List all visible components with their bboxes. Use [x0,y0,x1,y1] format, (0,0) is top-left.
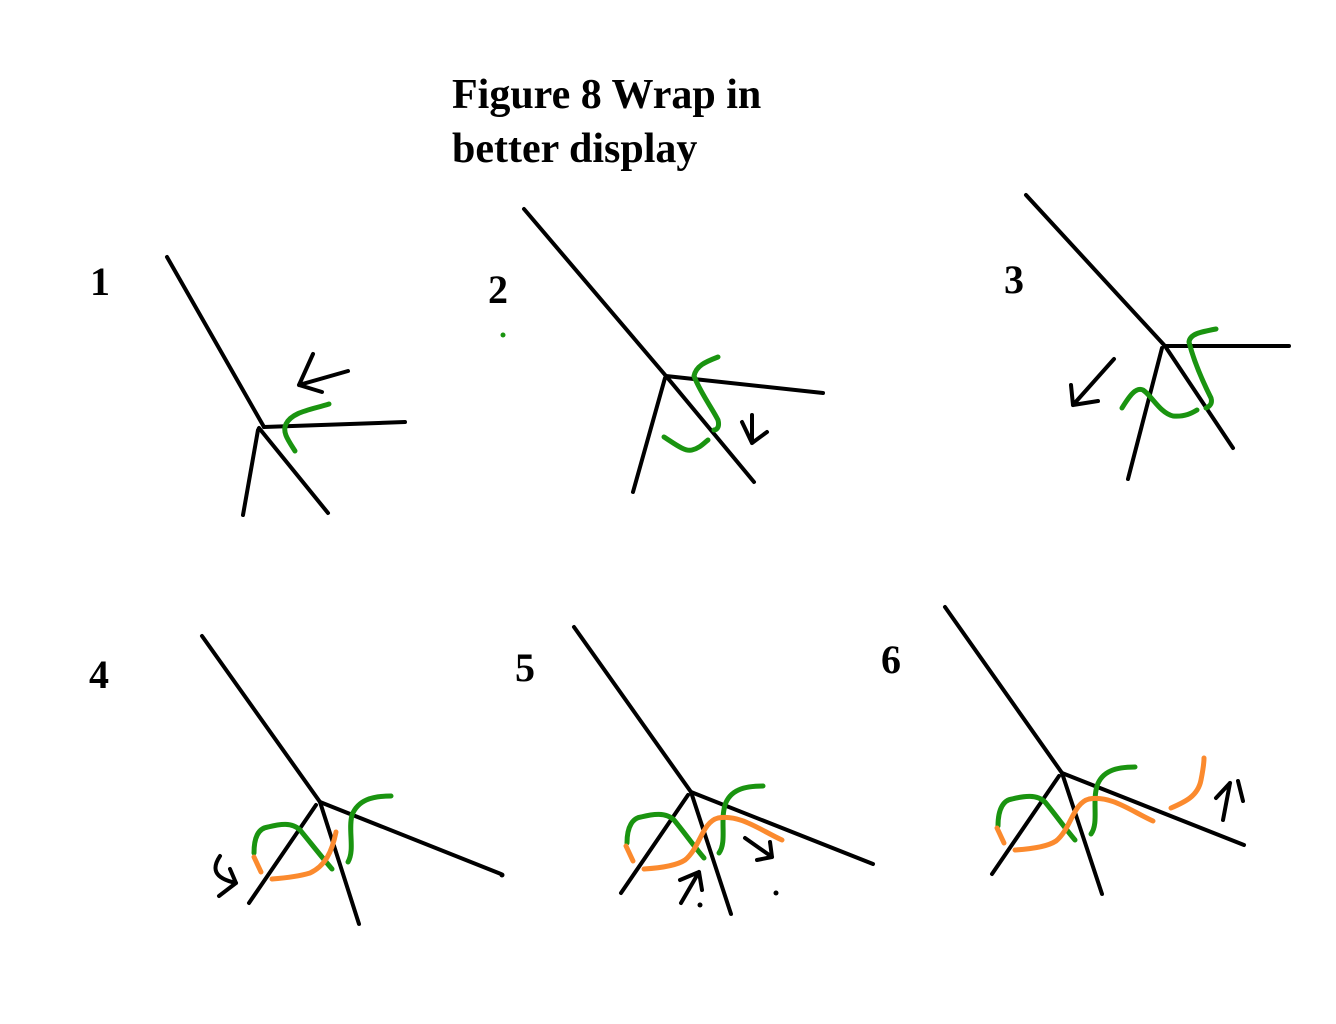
orange-wrap-tail [1168,755,1207,811]
stick-lower-right [257,426,330,515]
green-wrap-upper [1088,764,1138,837]
step-label-3: 3 [1004,257,1024,302]
stick-lower-left [990,774,1061,876]
stick-lower-left [241,428,260,517]
arrow-left-up-icon [297,352,350,394]
arrow-curved-right-icon [213,854,238,898]
arrow-down-right-icon [743,836,774,862]
green-wrap-upper [716,783,766,856]
stick-lower-right [1163,344,1235,450]
arrow-up-icon [678,870,704,905]
stick-lower-right [689,790,733,916]
stick-lower-right [1060,771,1104,896]
green-wrap-upper [691,354,721,433]
orange-wrap-main [1012,795,1156,853]
step-label-4: 4 [89,652,109,697]
step-label-5: 5 [515,645,535,690]
step-label-6: 6 [881,637,901,682]
step-4-diagram [200,634,503,926]
title-line-1: Figure 8 Wrap in [452,72,762,118]
arrow-down-left-icon [1069,357,1116,407]
stick-lower-left [247,803,318,905]
green-wrap-lower [251,821,335,872]
step-3-diagram [1024,193,1291,481]
step-label-2: 2 [488,267,508,312]
arrow-up-icon [1214,779,1245,822]
step-1-diagram [165,255,407,517]
stick-right [689,790,875,866]
orange-wrap-left [623,843,636,864]
title-line-2: better display [452,126,698,172]
dot-2 [773,890,779,896]
orange-wrap-main [641,814,785,872]
green-wrap-upper [1186,326,1219,411]
green-dot [500,332,506,338]
orange-wrap-left [994,825,1007,846]
stick-lower-left [631,376,667,494]
orange-wrap-main [269,829,339,882]
stick-upper-left [572,625,693,794]
stick-upper-left [165,255,266,429]
stick-lower-left [619,793,690,895]
figure-title: Figure 8 Wrap in better display [452,68,761,176]
green-wrap-lower [1119,386,1200,419]
green-wrap-lower [995,793,1078,843]
arrow-down-icon [740,413,769,445]
stick-lower-left [1126,346,1164,481]
step-2-diagram [500,207,825,494]
green-wrap [282,401,332,454]
green-wrap-lower [661,434,711,453]
stick-upper-left [1024,193,1167,348]
green-wrap-lower [624,811,707,861]
stick-lower-right [318,800,361,926]
orange-wrap-left [251,854,264,875]
stick-right [1060,771,1246,847]
stick-upper-left [522,207,668,378]
stick-right [664,374,825,395]
stick-lower-right [664,374,756,484]
dot-3 [499,872,505,878]
dot-1 [697,902,703,908]
stick-upper-left [943,605,1064,775]
step-label-1: 1 [90,259,110,304]
green-wrap-upper [345,793,394,865]
step-6-diagram [943,605,1246,896]
stick-upper-left [200,634,322,804]
step-5-diagram [499,625,875,916]
